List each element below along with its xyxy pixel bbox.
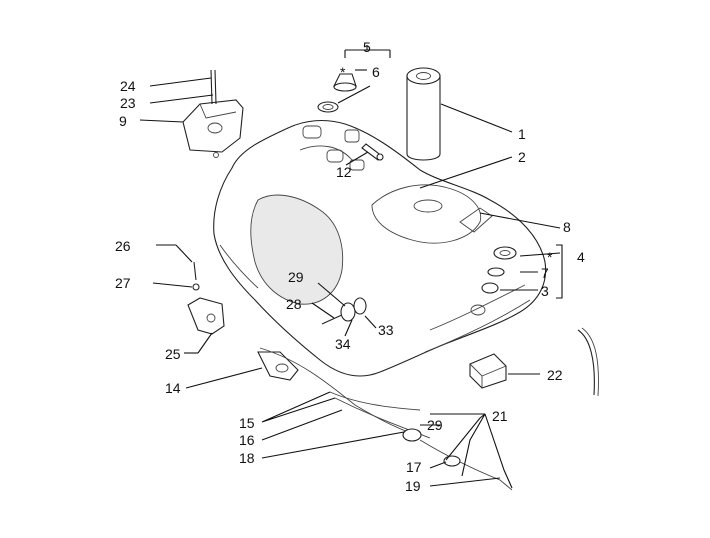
- callout-label: 1: [518, 126, 526, 142]
- fuel-lines: [259, 347, 513, 491]
- breather-tube: [577, 327, 599, 397]
- clamp-plate: [257, 351, 299, 381]
- screw-12: [361, 143, 384, 161]
- asterisk-4: *: [547, 249, 553, 265]
- callout-label: 6: [372, 64, 380, 80]
- callout-label: 17: [406, 459, 422, 475]
- callout-label: 5: [363, 39, 371, 55]
- callout-label: 22: [547, 367, 563, 383]
- callout-label: 12: [336, 164, 352, 180]
- callout-label: 21: [492, 408, 508, 424]
- callout-label: 24: [120, 78, 136, 94]
- callout-label: 8: [563, 219, 571, 235]
- fuel-tank: [213, 119, 547, 377]
- callout-label: 18: [239, 450, 255, 466]
- callout-labels: 5 6 1 2 8 4 7 3 24 23 9 12 26 27 29 28 3…: [115, 39, 585, 494]
- callout-label: 25: [165, 346, 181, 362]
- washers: [481, 246, 517, 294]
- callout-label: 7: [541, 265, 549, 281]
- filler-neck: [406, 67, 441, 161]
- leader-lines: [139, 45, 563, 489]
- callout-label: 3: [541, 283, 549, 299]
- callout-label: 33: [378, 322, 394, 338]
- callout-label: 29: [427, 417, 443, 433]
- callout-label: 14: [165, 380, 181, 396]
- callout-label: 26: [115, 238, 131, 254]
- level-sensor: [321, 297, 367, 325]
- callout-label: 15: [239, 415, 255, 431]
- rubber-pad: [469, 353, 507, 389]
- callout-label: 28: [286, 296, 302, 312]
- callout-label: 27: [115, 275, 131, 291]
- callout-label: 19: [405, 478, 421, 494]
- tank-cap: [317, 73, 357, 113]
- bracket-22: [187, 261, 225, 335]
- callout-label: 2: [518, 149, 526, 165]
- callout-label: 23: [120, 95, 136, 111]
- asterisk-6: *: [340, 64, 346, 80]
- callout-label: 34: [335, 336, 351, 352]
- callout-label: 29: [288, 269, 304, 285]
- canister: [182, 69, 244, 158]
- callout-label: 9: [119, 113, 127, 129]
- callout-label: 4: [577, 249, 585, 265]
- markers: * *: [340, 64, 553, 265]
- callout-label: 16: [239, 432, 255, 448]
